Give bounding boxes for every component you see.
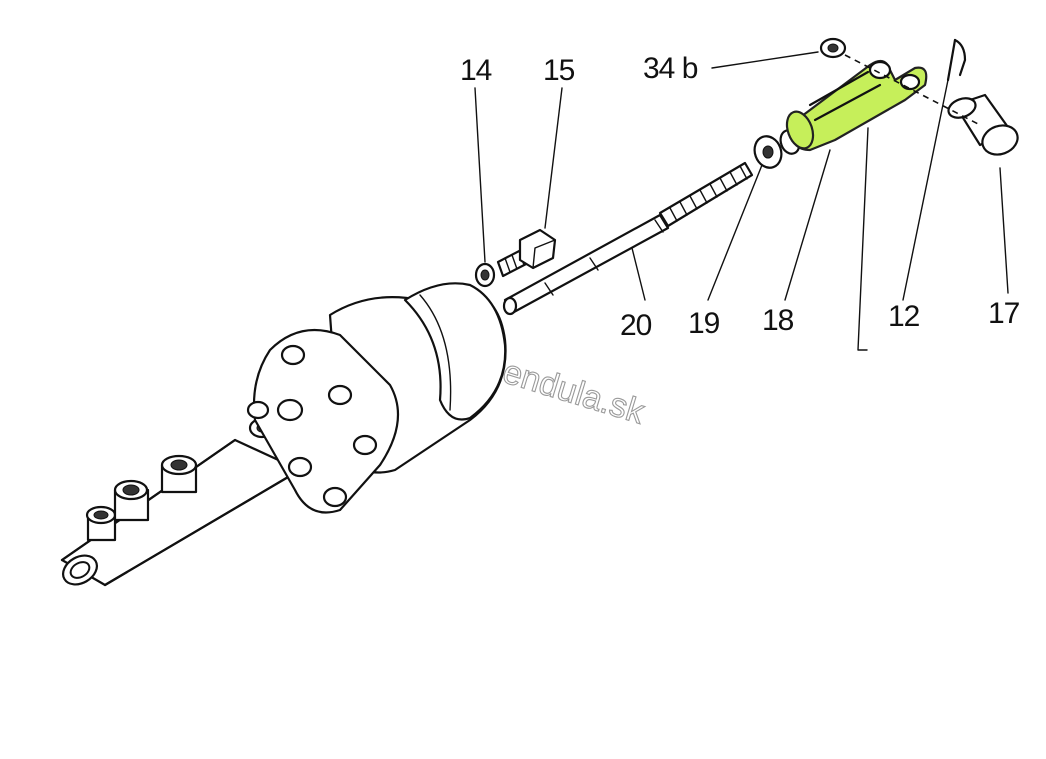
leader-lines	[474, 51, 1009, 351]
label-18: 18	[762, 304, 794, 337]
label-17: 17	[988, 297, 1020, 330]
label-15: 15	[543, 54, 575, 87]
clevis-fork-highlighted	[785, 59, 928, 152]
label-20: 20	[620, 309, 652, 342]
master-cylinder-assembly	[60, 37, 1019, 587]
label-19: 19	[688, 307, 720, 340]
port-3	[160, 454, 198, 494]
port-2	[113, 479, 150, 522]
label-12: 12	[888, 300, 920, 333]
part-labels: 14 15 34 b 20 19 18 12 17	[460, 52, 1021, 342]
cotter-pin	[946, 38, 967, 82]
port-1	[85, 505, 117, 542]
label-14: 14	[460, 54, 492, 87]
label-34b: 34 b	[643, 52, 698, 85]
flange-bolts	[246, 344, 378, 508]
clevis-pin	[947, 93, 1019, 156]
washer-34b	[819, 37, 847, 59]
bolt-and-washer	[474, 228, 557, 288]
push-rod	[502, 161, 754, 316]
nut	[753, 129, 801, 169]
